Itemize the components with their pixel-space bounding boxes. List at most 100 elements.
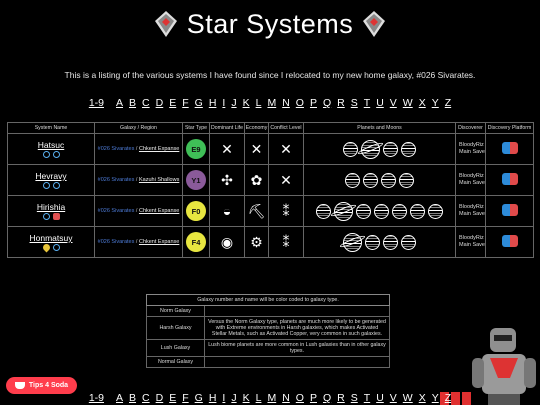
- planet-icon[interactable]: [428, 203, 443, 219]
- planet-icon[interactable]: [401, 234, 416, 250]
- alpha-top-link-p[interactable]: P: [309, 97, 317, 109]
- system-name-cell: Hatsuc: [7, 133, 95, 165]
- alpha-top-link-b[interactable]: B: [129, 97, 137, 109]
- alpha-top-link-d[interactable]: D: [155, 97, 164, 109]
- region-link[interactable]: Chkent Expanse: [138, 239, 180, 245]
- alpha-bottom-link-n[interactable]: N: [282, 392, 290, 404]
- planet-icon[interactable]: [361, 139, 380, 159]
- planet-icon[interactable]: [365, 234, 380, 250]
- alpha-top-link-g[interactable]: G: [194, 97, 203, 109]
- alpha-bottom-link-a[interactable]: A: [116, 392, 124, 404]
- nintendo-switch-icon: [501, 142, 518, 154]
- alpha-top-link-t[interactable]: T: [363, 97, 371, 109]
- alpha-bottom-link-r[interactable]: R: [337, 392, 345, 404]
- alpha-bottom-link-k[interactable]: K: [242, 392, 250, 404]
- col-planets-moons: Planets and Moons: [303, 122, 456, 134]
- planet-icon[interactable]: [401, 141, 416, 157]
- system-link[interactable]: Hevravy: [35, 171, 67, 181]
- alpha-top-link-l[interactable]: L: [255, 97, 262, 109]
- planet-icon[interactable]: [399, 172, 414, 188]
- alpha-bottom-link-g[interactable]: G: [194, 392, 203, 404]
- alpha-top-link-n[interactable]: N: [282, 97, 290, 109]
- alpha-top-link-i[interactable]: I: [222, 97, 226, 109]
- planet-icon[interactable]: [383, 141, 398, 157]
- alpha-top-link-numbers[interactable]: 1-9: [88, 97, 104, 109]
- alpha-bottom-link-b[interactable]: B: [129, 392, 137, 404]
- planet-icon[interactable]: [356, 203, 371, 219]
- alpha-top-link-m[interactable]: M: [267, 97, 277, 109]
- galaxy-link[interactable]: #026 Sivarates: [97, 208, 135, 214]
- galaxy-icon: [41, 242, 51, 253]
- planet-icon[interactable]: [343, 141, 358, 157]
- alpha-top-link-x[interactable]: X: [418, 97, 426, 109]
- alpha-bottom-link-c[interactable]: C: [142, 392, 150, 404]
- planet-icon[interactable]: [345, 172, 360, 188]
- alpha-top-link-c[interactable]: C: [142, 97, 150, 109]
- alpha-top-link-v[interactable]: V: [389, 97, 397, 109]
- legend-normal-text: [204, 356, 390, 368]
- alpha-top-link-o[interactable]: O: [295, 97, 304, 109]
- alpha-top-link-k[interactable]: K: [242, 97, 250, 109]
- alpha-bottom-link-d[interactable]: D: [155, 392, 164, 404]
- alpha-top-link-z[interactable]: Z: [444, 97, 452, 109]
- planet-icon[interactable]: [410, 203, 425, 219]
- alpha-bottom-link-o[interactable]: O: [295, 392, 304, 404]
- alpha-top-link-y[interactable]: Y: [431, 97, 439, 109]
- alpha-bottom-link-i[interactable]: I: [222, 392, 226, 404]
- alpha-top-link-w[interactable]: W: [402, 97, 413, 109]
- col-conflict-level: Conflict Level: [268, 122, 304, 134]
- galaxy-link[interactable]: #026 Sivarates: [97, 177, 135, 183]
- planet-icon[interactable]: [381, 172, 396, 188]
- conflict-icon: ✕: [280, 141, 292, 157]
- alpha-bottom-link-numbers[interactable]: 1-9: [88, 392, 104, 404]
- economy-cell: ✕: [244, 133, 269, 165]
- alpha-bottom-link-m[interactable]: M: [267, 392, 277, 404]
- galaxy-link[interactable]: #026 Sivarates: [97, 239, 135, 245]
- alpha-bottom-link-w[interactable]: W: [402, 392, 413, 404]
- system-link[interactable]: Hatsuc: [37, 140, 65, 150]
- alpha-bottom-link-y[interactable]: Y: [431, 392, 439, 404]
- alpha-bottom-link-v[interactable]: V: [389, 392, 397, 404]
- system-link[interactable]: Hirishia: [36, 202, 66, 212]
- planet-icon[interactable]: [392, 203, 407, 219]
- alpha-top-link-f[interactable]: F: [182, 97, 189, 109]
- alpha-bottom-link-p[interactable]: P: [309, 392, 317, 404]
- planet-icon[interactable]: [316, 203, 331, 219]
- alpha-top-link-r[interactable]: R: [337, 97, 345, 109]
- planet-icon[interactable]: [363, 172, 378, 188]
- alpha-bottom-link-j[interactable]: J: [231, 392, 237, 404]
- alpha-top-link-a[interactable]: A: [116, 97, 124, 109]
- tips-button[interactable]: Tips 4 Soda: [6, 377, 77, 394]
- planet-icon[interactable]: [343, 232, 362, 252]
- alpha-bottom-link-u[interactable]: U: [376, 392, 384, 404]
- region-link[interactable]: Chkent Expanse: [138, 146, 180, 152]
- planet-icon[interactable]: [383, 234, 398, 250]
- alpha-top-link-h[interactable]: H: [208, 97, 217, 109]
- alpha-bottom-link-q[interactable]: Q: [322, 392, 332, 404]
- alpha-top-link-e[interactable]: E: [169, 97, 177, 109]
- galaxy-link[interactable]: #026 Sivarates: [97, 146, 135, 152]
- planet-icon[interactable]: [334, 201, 353, 221]
- alpha-bottom-link-z[interactable]: Z: [444, 392, 452, 404]
- alpha-bottom-link-l[interactable]: L: [255, 392, 262, 404]
- alpha-bottom-link-s[interactable]: S: [350, 392, 358, 404]
- alpha-top-link-s[interactable]: S: [350, 97, 358, 109]
- alpha-bottom-link-h[interactable]: H: [208, 392, 217, 404]
- system-name-cell: Hevravy: [7, 164, 95, 196]
- conflict-cell: ✕: [268, 133, 304, 165]
- planet-icon[interactable]: [374, 203, 389, 219]
- alpha-top-link-q[interactable]: Q: [322, 97, 332, 109]
- region-link[interactable]: Kazuhi Shallows: [138, 177, 180, 183]
- planets-cell: [303, 195, 456, 227]
- region-link[interactable]: Chkent Expanse: [138, 208, 180, 214]
- alpha-bottom-link-t[interactable]: T: [363, 392, 371, 404]
- alpha-bottom-link-x[interactable]: X: [418, 392, 426, 404]
- alpha-bottom-link-f[interactable]: F: [182, 392, 189, 404]
- alpha-top-link-u[interactable]: U: [376, 97, 384, 109]
- alpha-top-link-j[interactable]: J: [231, 97, 237, 109]
- system-link[interactable]: Honmatsuy: [29, 233, 73, 243]
- dominant-life-cell: ◒: [209, 195, 245, 227]
- alpha-bottom-link-e[interactable]: E: [169, 392, 177, 404]
